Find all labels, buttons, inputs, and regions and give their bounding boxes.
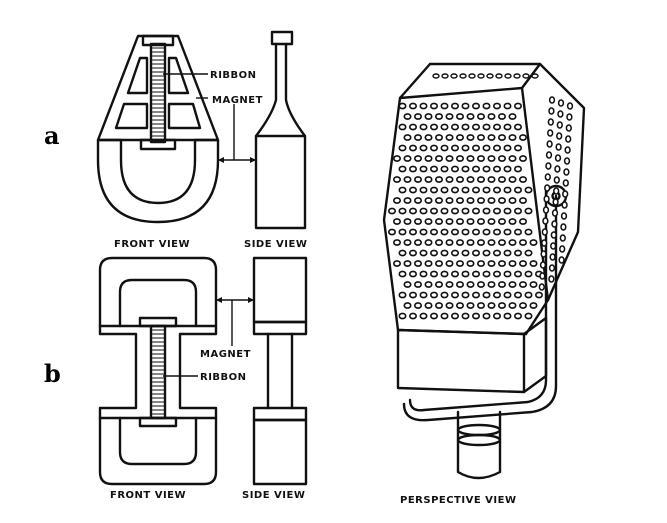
ribbon-corrugation-b [152,329,164,415]
magnet-label-a: MAGNET [212,95,263,106]
figure-a-side-view [254,30,307,230]
figure-b-side-view [252,256,308,486]
side-view-label-b: SIDE VIEW [242,490,305,501]
front-view-label-a: FRONT VIEW [114,239,190,250]
figure-a-letter: a [44,121,60,150]
perspective-microphone [382,62,586,480]
ribbon-label-b: RIBBON [200,372,247,383]
grille-perforations [387,73,574,320]
perspective-view-label: PERSPECTIVE VIEW [400,495,516,506]
side-view-label-a: SIDE VIEW [244,239,307,250]
ribbon-corrugation-a [152,47,164,137]
figure-b-front-view [98,256,218,486]
figure-a-leader-lines [163,73,256,163]
figure-b-leader-lines [163,297,254,377]
ribbon-label-a: RIBBON [210,70,257,81]
front-view-label-b: FRONT VIEW [110,490,186,501]
figure-a-front-view [96,34,220,224]
figure-b-letter: b [44,359,61,388]
magnet-label-b: MAGNET [200,349,251,360]
